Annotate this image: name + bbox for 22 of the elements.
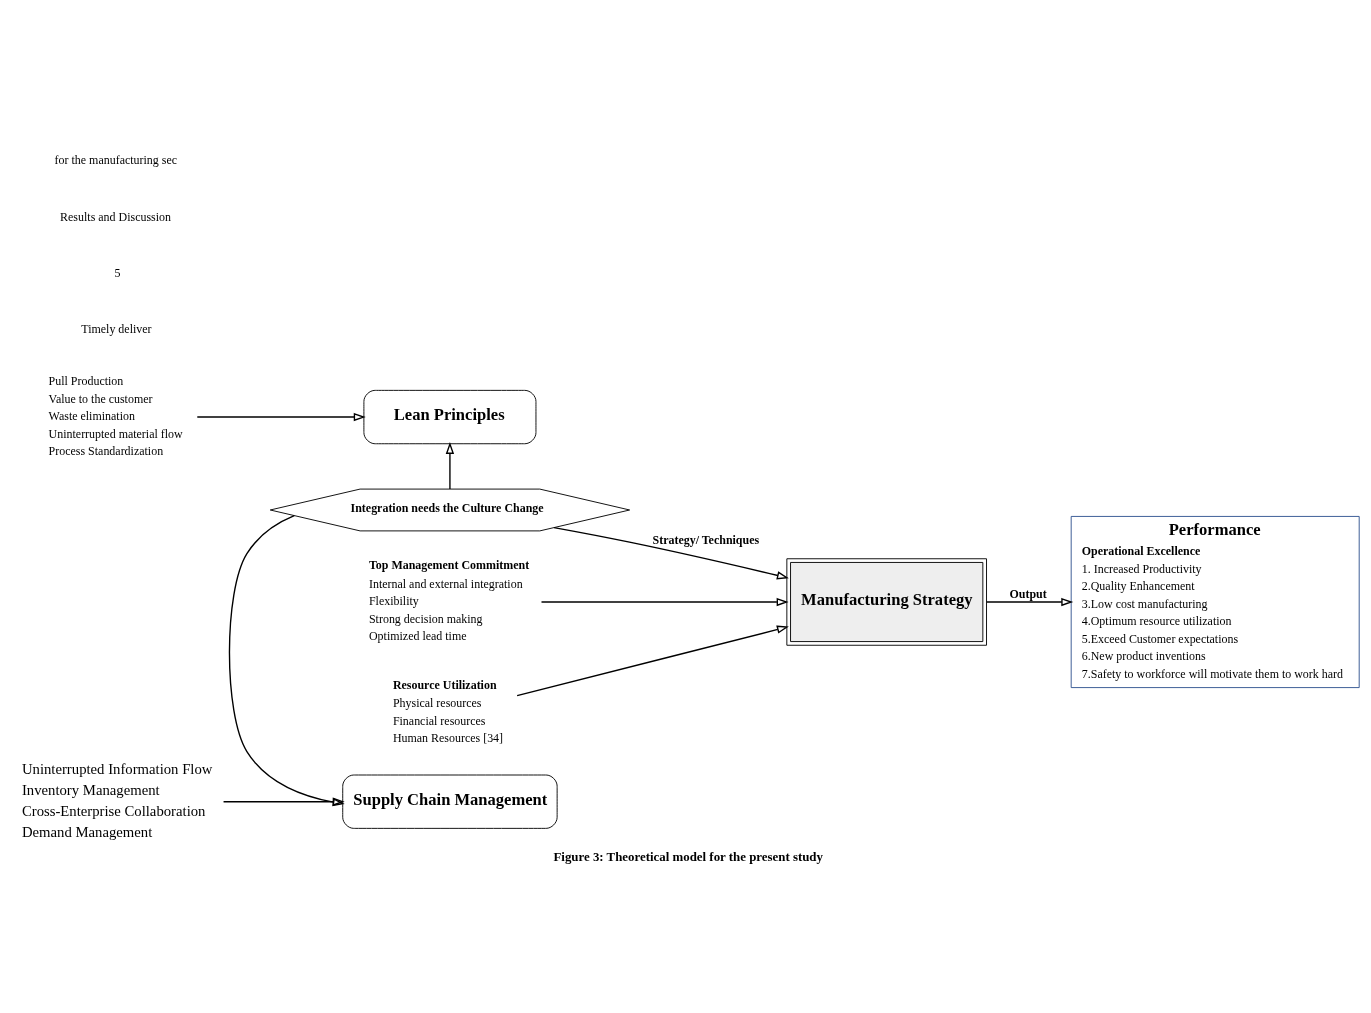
node-text: Pull Production Value to the customer Waste elimination Uninterrupted material flow Process Standardization bbox=[48, 373, 183, 458]
edge-label: Strategy/ Techniques bbox=[652, 532, 760, 547]
node-text: Top Management Commitment Internal and external integration Flexibility Strong decision making Optimized lead time bbox=[368, 557, 530, 643]
node-box: Supply Chain Management bbox=[342, 774, 558, 829]
node-box: Performance Operational Excellence 1. Increased Productivity 2.Quality Enhancement 3.Low cost manufacturing 4.Optimum resource utilization 5.Exceed Customer expectations 6.New product inventions 7.Safety to workforce will motivate them to work hard bbox=[1070, 515, 1360, 688]
caption: Figure 3: Theoretical model for the present study bbox=[553, 849, 823, 864]
arrow bbox=[196, 412, 366, 421]
arrow bbox=[516, 625, 789, 696]
edge-label: Output bbox=[1009, 586, 1047, 601]
label: for the manufacturing sec bbox=[54, 152, 178, 167]
arrow bbox=[222, 797, 345, 806]
label: Timely deliver bbox=[81, 321, 152, 336]
arrow bbox=[986, 597, 1074, 606]
arrow bbox=[553, 526, 789, 579]
node-box: Lean Principles bbox=[363, 389, 537, 444]
node-text: Resource Utilization Physical resources Financial resources Human Resources [34] bbox=[392, 677, 504, 745]
arrow bbox=[445, 441, 455, 490]
label: Results and Discussion bbox=[60, 209, 172, 223]
arrow bbox=[228, 514, 345, 806]
label: 5 bbox=[114, 265, 121, 280]
node-text: Uninterrupted Information Flow Inventory Management Cross-Enterprise Collaboration Demand Management bbox=[21, 760, 213, 840]
arrow bbox=[540, 597, 789, 606]
